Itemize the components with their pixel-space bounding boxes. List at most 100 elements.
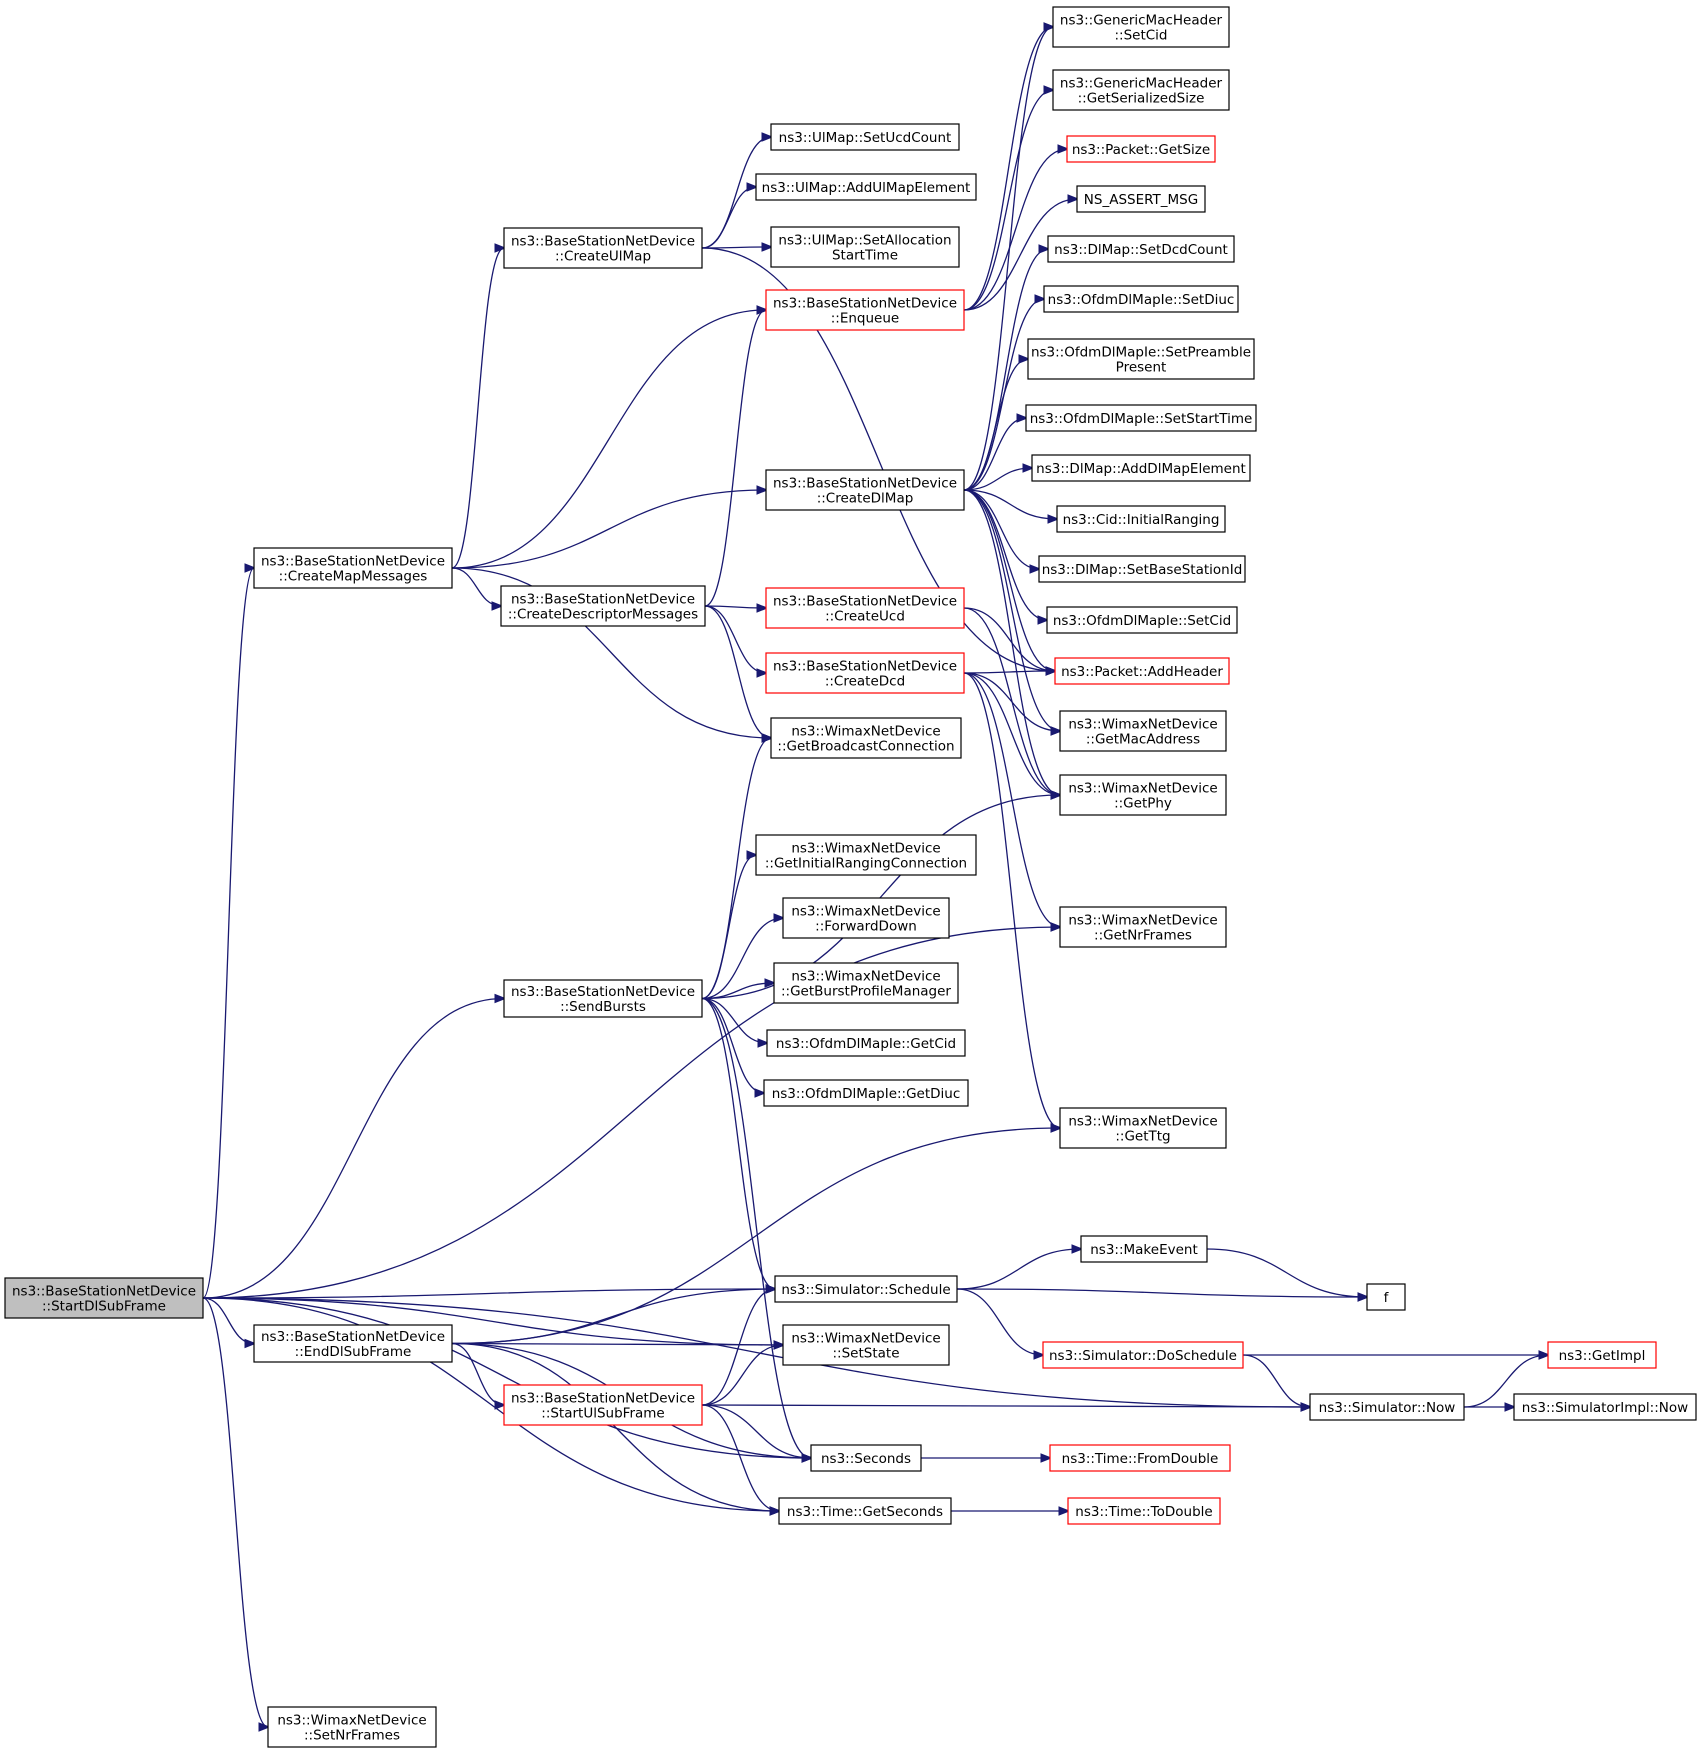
node-sendbursts[interactable]: ns3::BaseStationNetDevice::SendBursts bbox=[503, 979, 703, 1018]
node-label-makeevent-0: ns3::MakeEvent bbox=[1090, 1242, 1198, 1258]
edge-doschedule-to-simnow bbox=[1242, 1354, 1310, 1407]
edge-sendbursts-to-getinitrang bbox=[701, 855, 756, 1000]
node-label-fwddown-1: ::ForwardDown bbox=[815, 919, 917, 935]
node-ofdmgetdiuc[interactable]: ns3::OfdmDlMapIe::GetDiuc bbox=[763, 1079, 969, 1107]
node-pktaddhdr[interactable]: ns3::Packet::AddHeader bbox=[1054, 657, 1230, 685]
node-createdesc[interactable]: ns3::BaseStationNetDevice::CreateDescrip… bbox=[500, 585, 706, 627]
node-simnow[interactable]: ns3::Simulator::Now bbox=[1309, 1393, 1465, 1421]
node-fromdouble[interactable]: ns3::Time::FromDouble bbox=[1049, 1444, 1231, 1472]
node-dladdel[interactable]: ns3::DlMap::AddDlMapElement bbox=[1031, 454, 1251, 482]
edge-sendbursts-to-getburstpm bbox=[701, 983, 774, 1000]
node-enqueue[interactable]: ns3::BaseStationNetDevice::Enqueue bbox=[765, 289, 965, 331]
node-getmac[interactable]: ns3::WimaxNetDevice::GetMacAddress bbox=[1059, 710, 1227, 752]
node-fwddown[interactable]: ns3::WimaxNetDevice::ForwardDown bbox=[782, 897, 950, 939]
edge-sendbursts-to-ofdmgetdiuc bbox=[701, 997, 764, 1094]
call-edges bbox=[202, 27, 1548, 1727]
node-label-ofdmsetpre-0: ns3::OfdmDlMapIe::SetPreamble bbox=[1031, 345, 1251, 361]
node-label-ofdmsetdiuc-0: ns3::OfdmDlMapIe::SetDiuc bbox=[1048, 292, 1235, 308]
node-label-createulmap-1: ::CreateUlMap bbox=[555, 249, 651, 265]
node-setucdcount[interactable]: ns3::UlMap::SetUcdCount bbox=[770, 123, 960, 151]
edge-enddl-to-getttg bbox=[451, 1128, 1060, 1345]
node-getttg[interactable]: ns3::WimaxNetDevice::GetTtg bbox=[1059, 1107, 1227, 1149]
node-ofdmsetdiuc[interactable]: ns3::OfdmDlMapIe::SetDiuc bbox=[1043, 285, 1239, 313]
edge-createdesc-to-createdcd bbox=[704, 605, 766, 673]
function-nodes: ns3::BaseStationNetDevice::StartDlSubFra… bbox=[4, 6, 1697, 1748]
node-label-createulmap-0: ns3::BaseStationNetDevice bbox=[511, 234, 695, 250]
node-todouble[interactable]: ns3::Time::ToDouble bbox=[1067, 1497, 1221, 1525]
node-label-gmhsetcid-0: ns3::GenericMacHeader bbox=[1060, 13, 1223, 29]
edge-createdesc-to-getbcast bbox=[704, 605, 771, 738]
edge-createmap-to-enqueue bbox=[451, 310, 766, 569]
node-createdcd[interactable]: ns3::BaseStationNetDevice::CreateDcd bbox=[765, 652, 965, 694]
node-gmhgetser[interactable]: ns3::GenericMacHeader::GetSerializedSize bbox=[1052, 69, 1230, 111]
node-setstate[interactable]: ns3::WimaxNetDevice::SetState bbox=[782, 1324, 950, 1366]
edge-createdlmap-to-dlsetbsid bbox=[963, 489, 1039, 569]
node-label-ofdmgetcid-0: ns3::OfdmDlMapIe::GetCid bbox=[776, 1036, 956, 1052]
node-box-getphy bbox=[1059, 774, 1227, 816]
node-schedule[interactable]: ns3::Simulator::Schedule bbox=[774, 1275, 958, 1303]
node-dlsetdcd[interactable]: ns3::DlMap::SetDcdCount bbox=[1047, 235, 1235, 263]
node-createulmap[interactable]: ns3::BaseStationNetDevice::CreateUlMap bbox=[503, 227, 703, 269]
edge-startul-to-setstate bbox=[701, 1345, 783, 1406]
node-box-startul bbox=[503, 1384, 703, 1426]
node-pktgetsize[interactable]: ns3::Packet::GetSize bbox=[1066, 135, 1216, 163]
edge-createdcd-to-pktaddhdr bbox=[963, 671, 1055, 673]
node-dlsetbsid[interactable]: ns3::DlMap::SetBaseStationId bbox=[1038, 555, 1246, 583]
node-f[interactable]: f bbox=[1366, 1283, 1406, 1311]
edge-createulmap-to-addulmapel bbox=[701, 187, 756, 249]
node-box-sendbursts bbox=[503, 979, 703, 1018]
node-label-setnrframes-0: ns3::WimaxNetDevice bbox=[277, 1713, 426, 1729]
node-label-createdlmap-0: ns3::BaseStationNetDevice bbox=[773, 476, 957, 492]
node-label-sendbursts-0: ns3::BaseStationNetDevice bbox=[511, 984, 695, 1000]
node-gmhsetcid[interactable]: ns3::GenericMacHeader::SetCid bbox=[1052, 6, 1230, 48]
node-ofdmsetcid[interactable]: ns3::OfdmDlMapIe::SetCid bbox=[1046, 606, 1238, 634]
node-nsassert[interactable]: NS_ASSERT_MSG bbox=[1076, 185, 1206, 213]
node-label-simnow-0: ns3::Simulator::Now bbox=[1319, 1400, 1456, 1416]
node-box-getseconds bbox=[778, 1497, 952, 1525]
node-makeevent[interactable]: ns3::MakeEvent bbox=[1080, 1235, 1208, 1263]
node-addulmapel[interactable]: ns3::UlMap::AddUlMapElement bbox=[755, 173, 977, 201]
node-createucd[interactable]: ns3::BaseStationNetDevice::CreateUcd bbox=[765, 587, 965, 629]
node-box-setnrframes bbox=[267, 1706, 437, 1748]
node-getnrframes[interactable]: ns3::WimaxNetDevice::GetNrFrames bbox=[1059, 906, 1227, 948]
edge-sendbursts-to-schedule bbox=[701, 997, 775, 1290]
node-startdl[interactable]: ns3::BaseStationNetDevice::StartDlSubFra… bbox=[4, 1277, 204, 1319]
node-getimpl[interactable]: ns3::GetImpl bbox=[1547, 1341, 1657, 1369]
node-setnrframes[interactable]: ns3::WimaxNetDevice::SetNrFrames bbox=[267, 1706, 437, 1748]
node-box-getttg bbox=[1059, 1107, 1227, 1149]
edge-createmap-to-getbcast bbox=[451, 567, 771, 738]
node-getbcast[interactable]: ns3::WimaxNetDevice::GetBroadcastConnect… bbox=[770, 717, 962, 759]
node-enddl[interactable]: ns3::BaseStationNetDevice::EndDlSubFrame bbox=[253, 1324, 453, 1363]
node-createdlmap[interactable]: ns3::BaseStationNetDevice::CreateDlMap bbox=[765, 469, 965, 511]
node-box-ofdmgetcid bbox=[766, 1029, 966, 1057]
node-seconds[interactable]: ns3::Seconds bbox=[810, 1444, 922, 1472]
node-box-createdcd bbox=[765, 652, 965, 694]
node-box-doschedule bbox=[1042, 1341, 1244, 1369]
node-cidinit[interactable]: ns3::Cid::InitialRanging bbox=[1056, 505, 1226, 533]
node-startul[interactable]: ns3::BaseStationNetDevice::StartUlSubFra… bbox=[503, 1384, 703, 1426]
node-ofdmgetcid[interactable]: ns3::OfdmDlMapIe::GetCid bbox=[766, 1029, 966, 1057]
node-box-pktgetsize bbox=[1066, 135, 1216, 163]
node-label-getburstpm-1: ::GetBurstProfileManager bbox=[781, 984, 951, 1000]
node-label-todouble-0: ns3::Time::ToDouble bbox=[1075, 1504, 1212, 1520]
node-label-sendbursts-1: ::SendBursts bbox=[560, 999, 646, 1015]
node-label-enqueue-0: ns3::BaseStationNetDevice bbox=[773, 296, 957, 312]
node-label-startdl-1: ::StartDlSubFrame bbox=[42, 1299, 166, 1315]
node-ofdmsetst[interactable]: ns3::OfdmDlMapIe::SetStartTime bbox=[1025, 404, 1257, 432]
node-getburstpm[interactable]: ns3::WimaxNetDevice::GetBurstProfileMana… bbox=[773, 962, 959, 1004]
node-createmap[interactable]: ns3::BaseStationNetDevice::CreateMapMess… bbox=[253, 547, 453, 589]
node-getinitrang[interactable]: ns3::WimaxNetDevice::GetInitialRangingCo… bbox=[755, 834, 977, 876]
edge-startdl-to-createmap bbox=[202, 568, 254, 1299]
node-label-getinitrang-1: ::GetInitialRangingConnection bbox=[765, 856, 967, 872]
node-getphy[interactable]: ns3::WimaxNetDevice::GetPhy bbox=[1059, 774, 1227, 816]
node-label-simimplnow-0: ns3::SimulatorImpl::Now bbox=[1522, 1400, 1688, 1416]
node-label-getmac-0: ns3::WimaxNetDevice bbox=[1068, 717, 1217, 733]
node-doschedule[interactable]: ns3::Simulator::DoSchedule bbox=[1042, 1341, 1244, 1369]
node-box-enddl bbox=[253, 1324, 453, 1363]
edge-startdl-to-setnrframes bbox=[202, 1297, 268, 1727]
node-getseconds[interactable]: ns3::Time::GetSeconds bbox=[778, 1497, 952, 1525]
node-simimplnow[interactable]: ns3::SimulatorImpl::Now bbox=[1513, 1393, 1697, 1421]
node-label-getttg-1: ::GetTtg bbox=[1115, 1129, 1170, 1145]
